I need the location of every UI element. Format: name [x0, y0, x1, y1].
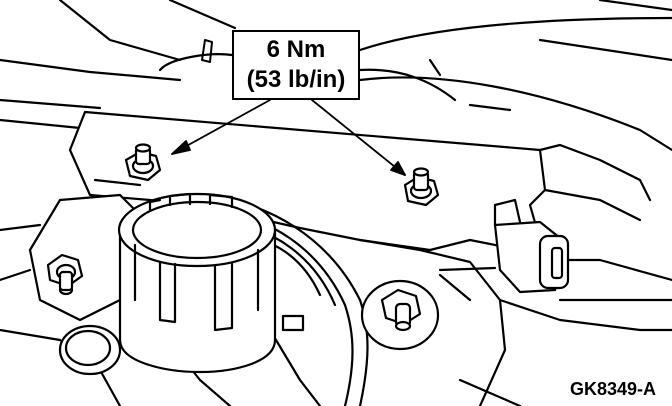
torque-imperial-label: (53 lb/in) [246, 66, 346, 93]
leader-arrows [171, 99, 406, 176]
small-square-feature [281, 314, 305, 332]
lower-bolt-right [360, 273, 472, 351]
cylinder-cap [117, 192, 277, 374]
background-structure [0, 0, 672, 152]
torque-spec-callout: 6 Nm (53 lb/in) [232, 30, 360, 100]
torque-metric-label: 6 Nm [266, 36, 326, 63]
bracket-bolt-left [124, 143, 162, 182]
figure-id-label: GK8349-A [567, 379, 658, 400]
round-plug [58, 324, 122, 376]
lower-bolt-left [46, 253, 84, 296]
electrical-connector [438, 198, 570, 294]
bracket-bolt-right [403, 167, 440, 207]
